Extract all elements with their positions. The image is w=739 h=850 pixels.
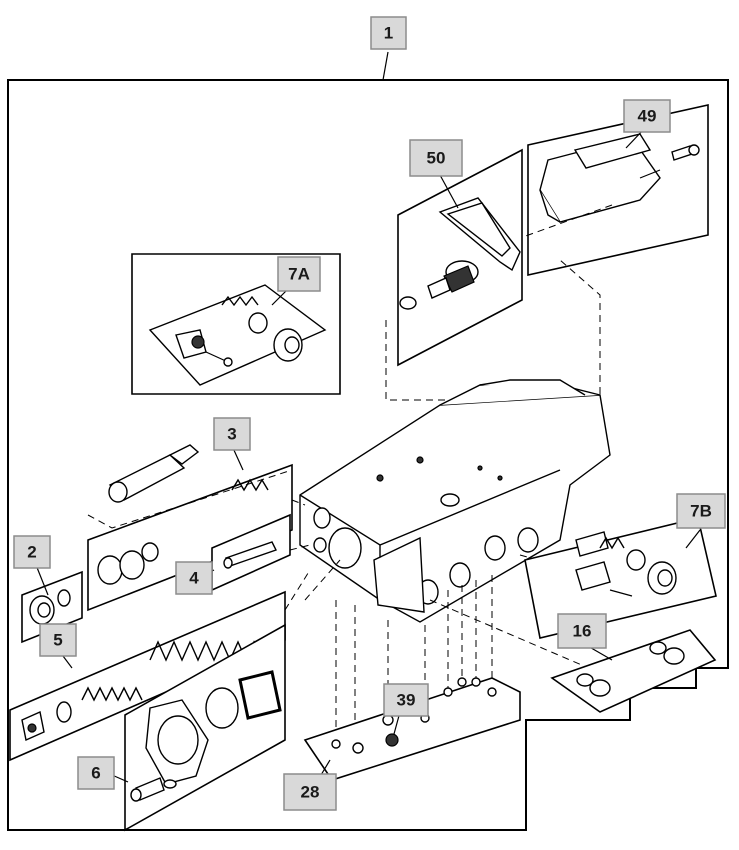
callout-3-label: 3 [227,425,236,444]
callout-5: 5 [39,623,77,657]
callout-7b-label: 7B [690,502,712,521]
callout-2: 2 [13,535,51,569]
callout-50-label: 50 [427,149,446,168]
panel-16-seals [550,629,717,713]
leader-2 [35,564,49,596]
panel-6-end-cover [124,623,286,832]
callout-1-label: 1 [384,24,393,43]
panel-50-solenoid [385,148,601,401]
callout-2-label: 2 [27,543,36,562]
leader-3 [232,447,244,471]
leader-50 [439,174,459,209]
callout-7a: 7A [277,256,321,292]
callout-5-label: 5 [53,631,62,650]
panel-7a-valve-kit [131,253,341,395]
callout-39: 39 [383,683,429,717]
callout-4-label: 4 [189,569,199,588]
callout-16-label: 16 [573,622,592,641]
callout-28: 28 [283,773,337,811]
callout-6: 6 [77,756,115,790]
main-valve-body [299,379,611,623]
panel-3-spool [87,444,293,612]
callout-28-label: 28 [301,783,320,802]
leader-7b [685,529,701,549]
panel-7b-valve-kit [524,517,717,639]
callout-49-label: 49 [638,107,657,126]
callout-7a-label: 7A [288,265,310,284]
callout-7b: 7B [676,493,726,529]
panel-49-cover [519,104,709,276]
callout-49: 49 [623,99,671,133]
callout-50: 50 [409,139,463,177]
leader-1 [382,51,389,81]
callout-3: 3 [213,417,251,451]
callout-6-label: 6 [91,764,100,783]
callout-4: 4 [175,561,213,595]
callout-16: 16 [557,613,607,649]
callout-39-label: 39 [397,691,416,710]
callout-1: 1 [370,16,407,50]
